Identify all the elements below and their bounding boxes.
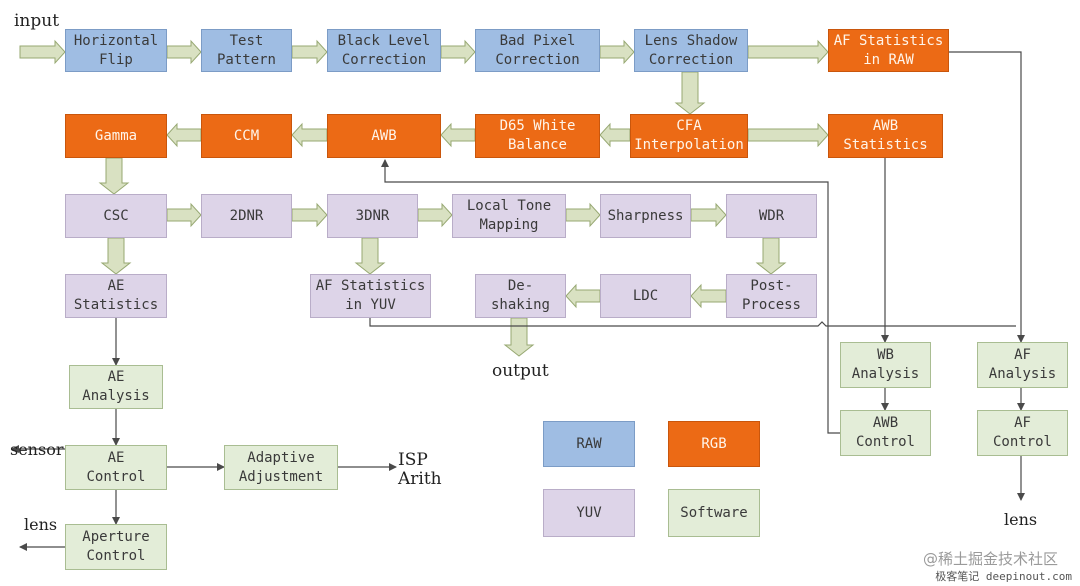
3dnr-block: 3DNR [327,194,418,238]
flow-arrow [417,202,453,228]
de-shaking-block: De- shaking [475,274,566,318]
flow-arrow [166,39,202,65]
ldc-block: LDC [600,274,691,318]
horizontal-flip-block: Horizontal Flip [65,29,167,72]
awb-control-block: AWB Control [840,410,931,456]
flow-arrow [440,39,476,65]
black-level-correction-block: Black Level Correction [327,29,441,72]
flow-arrow [19,39,66,65]
test-pattern-block: Test Pattern [201,29,292,72]
flow-arrow [565,202,601,228]
af-control-block: AF Control [977,410,1068,456]
aperture-control-block: Aperture Control [65,524,167,570]
connector-line [949,51,1025,343]
adaptive-adjustment-block: Adaptive Adjustment [224,445,338,490]
connector-line [381,159,840,434]
flow-arrow [291,39,328,65]
cfa-interpolation-block: CFA Interpolation [630,114,748,158]
flow-arrow [291,122,328,148]
lens-label-left: lens [24,515,58,534]
flow-arrow [354,237,386,275]
ae-control-block: AE Control [65,445,167,490]
flow-arrow [747,39,829,65]
output-label: output [492,361,549,381]
flow-arrow [166,122,202,148]
flow-arrow [674,71,706,115]
flow-arrow [747,122,829,148]
isp-arith-label: ISP Arith [398,450,442,489]
flow-arrow [690,202,727,228]
post-process-block: Post- Process [726,274,817,318]
local-tone-mapping-block: Local Tone Mapping [452,194,566,238]
flow-arrow [100,237,132,275]
flow-arrow [98,157,130,195]
wdr-block: WDR [726,194,817,238]
bad-pixel-correction-block: Bad Pixel Correction [475,29,600,72]
lens-shadow-correction-block: Lens Shadow Correction [634,29,748,72]
af-statistics-yuv-block: AF Statistics in YUV [310,274,431,318]
flow-arrow [690,283,727,309]
gamma-block: Gamma [65,114,167,158]
ae-analysis-block: AE Analysis [69,365,163,409]
csc-block: CSC [65,194,167,238]
legend-raw: RAW [543,421,635,467]
flow-arrow [440,122,476,148]
watermark-text: @稀土掘金技术社区 [922,550,1058,568]
wb-analysis-block: WB Analysis [840,342,931,388]
flow-arrow [565,283,601,309]
lens-label-right: lens [1004,510,1038,529]
af-analysis-block: AF Analysis [977,342,1068,388]
flow-arrow [291,202,328,228]
flow-arrow [599,122,631,148]
awb-statistics-block: AWB Statistics [828,114,943,158]
input-label: input [14,11,60,31]
awb-block: AWB [327,114,441,158]
sharpness-block: Sharpness [600,194,691,238]
flow-arrow [599,39,635,65]
sensor-label: sensor [10,440,64,459]
legend-yuv: YUV [543,489,635,537]
af-statistics-raw-block: AF Statistics in RAW [828,29,949,72]
d65-white-balance-block: D65 White Balance [475,114,600,158]
flow-arrow [755,237,787,275]
watermark-site: 极客笔记 deepinout.com [935,570,1072,583]
connector-line [369,318,1016,327]
2dnr-block: 2DNR [201,194,292,238]
ccm-block: CCM [201,114,292,158]
legend-rgb: RGB [668,421,760,467]
legend-software: Software [668,489,760,537]
flow-arrow [503,317,535,357]
ae-statistics-block: AE Statistics [65,274,167,318]
flow-arrow [166,202,202,228]
